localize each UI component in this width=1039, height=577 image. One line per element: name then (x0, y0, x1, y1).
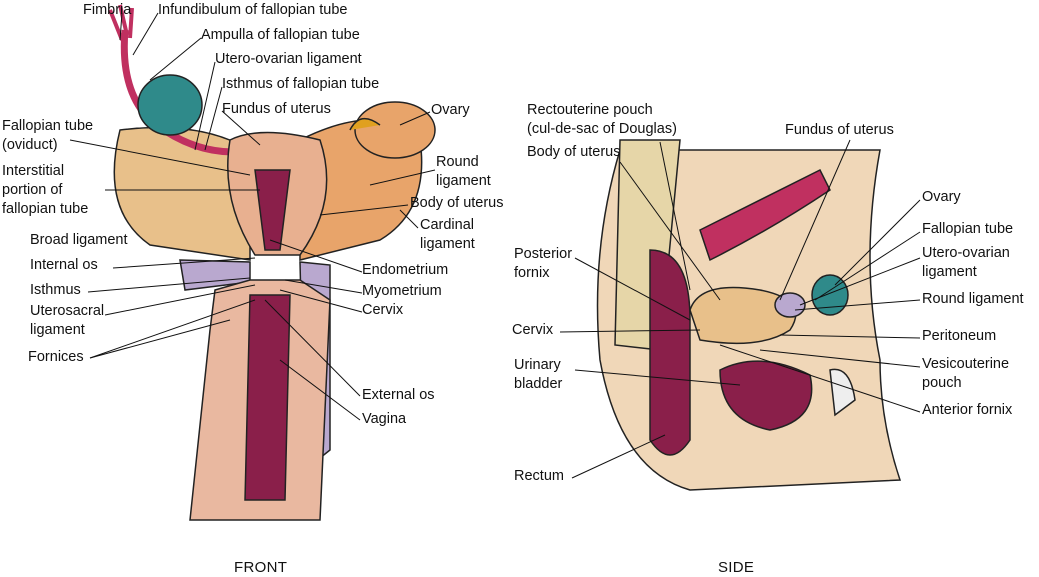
pubic-bone (829, 368, 856, 417)
label-interstitial-3: fallopian tube (2, 201, 89, 217)
label-uterosacral-2: ligament (30, 322, 85, 338)
label-fallopian-side: Fallopian tube (922, 221, 1014, 237)
vaginal-canal (244, 294, 291, 501)
ovary-right-fimbria (349, 117, 381, 131)
label-cervix-front: Cervix (362, 302, 404, 318)
label-cardinal-1: Cardinal (420, 217, 474, 233)
bladder (719, 360, 813, 431)
label-fallopian-tube-1: Fallopian tube (2, 118, 94, 134)
label-bladder-1: Urinary (514, 357, 561, 373)
label-ovary-side: Ovary (922, 189, 961, 205)
label-cervix-side: Cervix (512, 322, 554, 338)
label-utero-ovarian-side-2: ligament (922, 264, 977, 280)
label-utero-ovarian-side-1: Utero-ovarian (922, 245, 1010, 261)
label-round-ligament-side: Round ligament (922, 291, 1024, 307)
label-ovary-front: Ovary (431, 102, 470, 118)
label-fimbria: Fimbria (83, 2, 132, 18)
label-round-ligament-2: ligament (436, 173, 491, 189)
label-isthmus: Isthmus (30, 282, 81, 298)
label-bladder-2: bladder (514, 376, 563, 392)
label-rectouterine-1: Rectouterine pouch (527, 102, 653, 118)
front-leader-lines (69, 12, 436, 421)
label-ampulla: Ampulla of fallopian tube (201, 27, 360, 43)
label-interstitial-1: Interstitial (2, 163, 65, 179)
label-posterior-fornix-2: fornix (514, 265, 550, 281)
label-fornices: Fornices (28, 349, 84, 365)
label-posterior-fornix-1: Posterior (514, 246, 573, 262)
label-internal-os: Internal os (30, 257, 98, 273)
label-fallopian-tube-2: (oviduct) (2, 137, 58, 153)
rectum (649, 249, 691, 456)
ovary-right (354, 101, 436, 159)
side-leader-lines (559, 139, 921, 479)
label-anterior-fornix: Anterior fornix (922, 402, 1013, 418)
front-view-drawing (108, 4, 436, 521)
ovary (811, 274, 849, 316)
label-uterosacral-1: Uterosacral (30, 303, 105, 319)
label-fundus-front: Fundus of uterus (222, 101, 331, 117)
label-fundus-side: Fundus of uterus (785, 122, 894, 138)
label-infundibulum: Infundibulum of fallopian tube (158, 2, 348, 18)
caption-front: FRONT (234, 559, 288, 576)
label-utero-ovarian-ligament: Utero-ovarian ligament (215, 51, 362, 67)
ovary-left (137, 74, 203, 136)
label-myometrium: Myometrium (362, 283, 442, 299)
caption-side: SIDE (718, 559, 755, 576)
label-body-side: Body of uterus (527, 144, 621, 160)
label-rectum: Rectum (514, 468, 564, 484)
endometrium (254, 169, 291, 251)
round-ligament-lilac (774, 292, 806, 318)
side-view-drawing (596, 139, 902, 491)
label-vesicouterine-2: pouch (922, 375, 962, 391)
intestine (699, 168, 831, 262)
label-rectouterine-2: (cul-de-sac of Douglas) (527, 121, 677, 137)
label-interstitial-2: portion of (2, 182, 63, 198)
label-isthmus-tube: Isthmus of fallopian tube (222, 76, 380, 92)
label-endometrium: Endometrium (362, 262, 449, 278)
label-external-os: External os (362, 387, 435, 403)
label-vagina: Vagina (362, 411, 407, 427)
label-broad-ligament: Broad ligament (30, 232, 128, 248)
label-cardinal-2: ligament (420, 236, 475, 252)
label-peritoneum: Peritoneum (922, 328, 997, 344)
label-body-front: Body of uterus (410, 195, 504, 211)
label-round-ligament-1: Round (436, 154, 479, 170)
label-vesicouterine-1: Vesicouterine (922, 356, 1010, 372)
